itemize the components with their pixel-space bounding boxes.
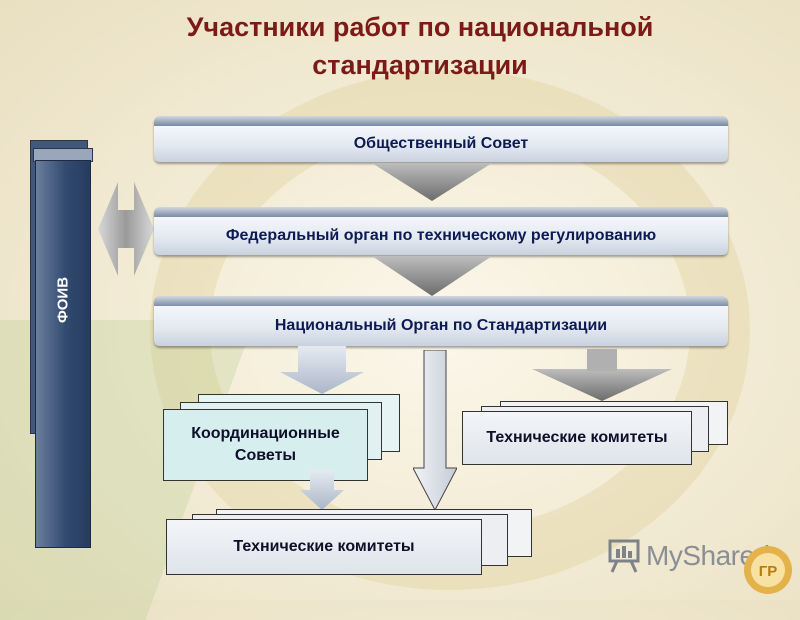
band-national-organ-label: Национальный Орган по Стандартизации — [154, 306, 728, 346]
arrow-down-icon — [372, 163, 492, 201]
title-line-1: Участники работ по национальной — [186, 12, 654, 42]
presentation-board-icon — [608, 539, 640, 573]
band-federal-organ-label: Федеральный орган по техническому регули… — [154, 217, 728, 255]
arrow-down-icon — [372, 256, 492, 296]
foiv-block — [35, 160, 91, 548]
arrow-down-icon — [532, 349, 672, 401]
band-national-organ: Национальный Орган по Стандартизации — [154, 296, 728, 346]
tc-right-label: Технические комитеты — [486, 429, 668, 446]
emblem-badge-icon: ГР — [744, 546, 792, 594]
tc-bottom-card — [166, 519, 482, 575]
coord-card-label: Координационные Советы — [163, 409, 368, 481]
double-arrow-icon — [98, 182, 154, 276]
arrow-down-icon — [300, 470, 344, 510]
tc-right-card — [462, 411, 692, 465]
coord-label-line-2: Советы — [234, 447, 297, 464]
band-federal-organ: Федеральный орган по техническому регули… — [154, 207, 728, 255]
arrow-down-icon — [413, 350, 457, 510]
foiv-label: ФОИВ — [54, 276, 72, 324]
title-line-2: стандартизации — [312, 50, 528, 80]
tc-bottom-label: Технические комитеты — [233, 538, 415, 555]
slide-title: Участники работ по национальной стандарт… — [0, 8, 800, 84]
coord-card — [163, 409, 368, 481]
arrow-down-icon — [280, 346, 364, 394]
band-public-council: Общественный Совет — [154, 116, 728, 162]
band-public-council-label: Общественный Совет — [154, 126, 728, 162]
badge-text: ГР — [759, 563, 778, 580]
coord-label-line-1: Координационные — [191, 425, 340, 442]
